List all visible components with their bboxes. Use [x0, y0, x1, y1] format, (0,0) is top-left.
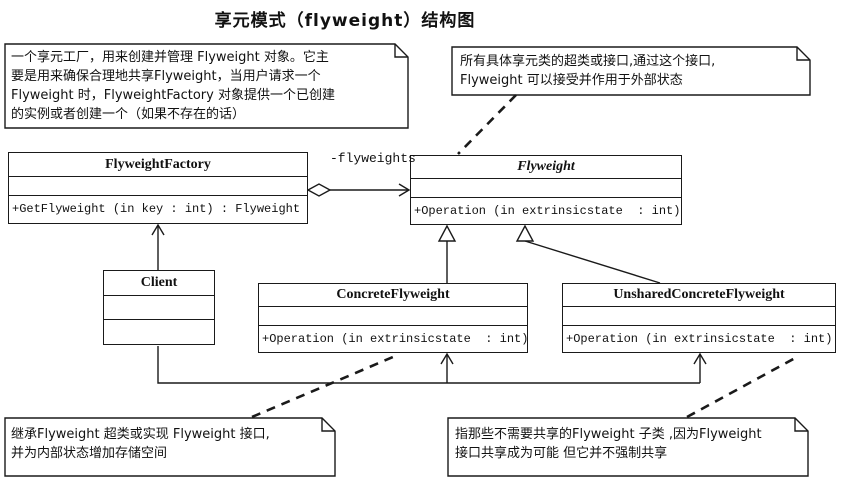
class-unshared-concrete-flyweight: UnsharedConcreteFlyweight +Operation (in… — [562, 283, 836, 353]
note-shape-unshared — [447, 417, 809, 477]
note-concrete-flyweight: 继承Flyweight 超类或实现 Flyweight 接口, 并为内部状态增加… — [11, 425, 329, 463]
open-arrow-icon — [440, 352, 454, 365]
generalization-unshared — [515, 224, 661, 284]
attributes-compartment — [104, 296, 214, 320]
note-flyweight: 所有具体享元类的超类或接口,通过这个接口, Flyweight 可以接受并作用于… — [460, 52, 805, 90]
class-name: FlyweightFactory — [9, 153, 307, 177]
aggregation-diamond-icon — [306, 183, 332, 197]
triangle-arrow-icon — [437, 224, 457, 242]
note-shape-concrete — [4, 417, 336, 477]
class-name: UnsharedConcreteFlyweight — [563, 284, 835, 307]
class-method: +Operation (in extrinsicstate : int) — [262, 332, 527, 346]
diagram-title: 享元模式（flyweight）结构图 — [214, 11, 476, 31]
note-shape-flyweight — [451, 46, 811, 96]
open-arrow-icon — [693, 352, 707, 365]
methods-compartment — [104, 320, 214, 344]
class-method: +Operation (in extrinsicstate : int) — [566, 332, 833, 346]
note-line: Flyweight 可以接受并作用于外部状态 — [460, 73, 683, 88]
note-fold-icon — [796, 47, 810, 61]
attributes-compartment — [563, 307, 835, 326]
note-unshared-flyweight: 指那些不需要共享的Flyweight 子类 ,因为Flyweight 接口共享成… — [455, 425, 803, 463]
class-flyweight: Flyweight +Operation (in extrinsicstate … — [410, 155, 682, 225]
open-arrow-icon — [151, 223, 165, 236]
class-method: +GetFlyweight (in key : int) : Flyweight — [12, 202, 301, 216]
note-shape-factory — [4, 43, 409, 129]
note-anchor-unshared — [686, 355, 798, 419]
note-line: 指那些不需要共享的Flyweight 子类 ,因为Flyweight — [455, 427, 762, 442]
note-anchor-concrete — [251, 355, 394, 419]
open-arrow-icon — [398, 183, 411, 197]
note-fold-icon — [321, 418, 335, 432]
attributes-compartment — [259, 307, 527, 326]
note-line: 并为内部状态增加存储空间 — [11, 446, 168, 461]
note-fold-icon — [394, 44, 408, 58]
attributes-compartment — [411, 179, 681, 198]
client-flyweights-association — [157, 346, 707, 384]
attributes-compartment — [9, 177, 307, 196]
note-line: 继承Flyweight 超类或实现 Flyweight 接口, — [11, 427, 270, 442]
note-line: 要是用来确保合理地共享Flyweight，当用户请求一个 — [11, 69, 321, 84]
note-line: 的实例或者创建一个（如果不存在的话） — [11, 107, 246, 122]
class-method: +Operation (in extrinsicstate : int) — [414, 204, 681, 218]
note-line: Flyweight 时，FlyweightFactory 对象提供一个已创建 — [11, 88, 335, 103]
aggregation-connector — [306, 183, 411, 197]
note-fold-icon — [794, 418, 808, 432]
class-name: ConcreteFlyweight — [259, 284, 527, 307]
class-name: Client — [104, 271, 214, 296]
note-line: 所有具体享元类的超类或接口,通过这个接口, — [460, 54, 716, 69]
class-flyweight-factory: FlyweightFactory +GetFlyweight (in key :… — [8, 152, 308, 224]
class-concrete-flyweight: ConcreteFlyweight +Operation (in extrins… — [258, 283, 528, 353]
class-name: Flyweight — [411, 156, 681, 179]
client-factory-association — [151, 223, 165, 270]
generalization-concrete — [437, 224, 457, 283]
note-line: 接口共享成为可能 但它并不强制共享 — [455, 446, 668, 461]
triangle-arrow-icon — [515, 224, 535, 242]
note-anchor-flyweight — [457, 94, 517, 155]
aggregation-role-label: -flyweights — [330, 151, 416, 166]
note-line: 一个享元工厂，用来创建并管理 Flyweight 对象。它主 — [11, 50, 329, 65]
note-flyweight-factory: 一个享元工厂，用来创建并管理 Flyweight 对象。它主 要是用来确保合理地… — [11, 48, 403, 124]
class-client: Client — [103, 270, 215, 345]
